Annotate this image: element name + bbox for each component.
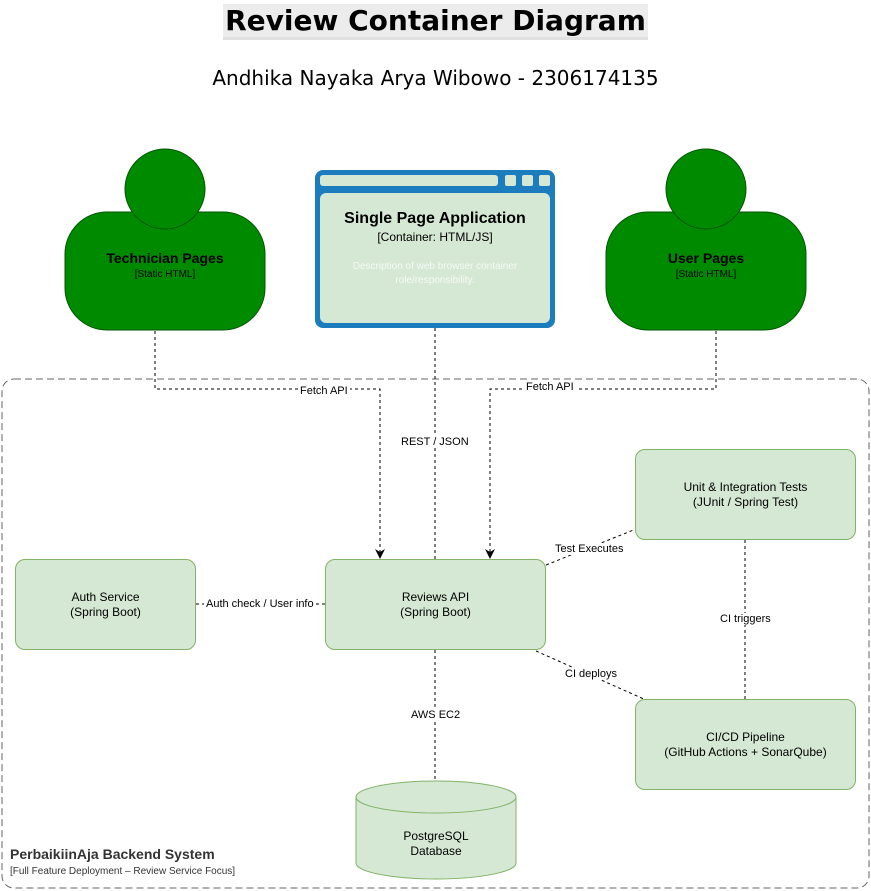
user-pages-title: User Pages [667,250,745,266]
reviews-api-name: Reviews API [401,589,470,604]
edge-label-rest-json: REST / JSON [399,436,471,448]
edge-label-ci-triggers: CI triggers [718,613,773,625]
edge-technician-to-reviews [154,331,385,559]
edge-label-test-executes: Test Executes [553,543,626,555]
spa-description: Description of web browser container rol… [352,261,518,286]
technician-pages-subtitle: [Static HTML] [134,269,196,280]
tests-container: Unit & Integration Tests (JUnit / Spring… [635,449,856,540]
system-boundary-title: PerbaikiinAja Backend System [10,846,215,862]
reviews-api-tech: (Spring Boot) [400,604,471,619]
edge-label-aws-ec2: AWS EC2 [409,709,463,721]
edge-label-fetch-user: Fetch API [524,381,576,393]
tests-name: Unit & Integration Tests [683,479,808,494]
user-pages-subtitle: [Static HTML] [675,269,737,280]
cicd-container: CI/CD Pipeline (GitHub Actions + SonarQu… [635,699,856,790]
auth-service-tech: (Spring Boot) [70,604,141,619]
database-type: Database [410,844,462,858]
database-name: PostgreSQL [403,829,469,843]
spa-subtitle: [Container: HTML/JS] [377,230,493,244]
diagram-subtitle: Andhika Nayaka Arya Wibowo - 2306174135 [212,66,659,90]
spa-title: Single Page Application [344,210,526,227]
reviews-api-container: Reviews API (Spring Boot) [325,559,546,650]
edge-label-auth-check: Auth check / User info [204,598,316,610]
database-label: PostgreSQL Database [356,829,516,859]
technician-person-shape [64,148,266,331]
cicd-tech: (GitHub Actions + SonarQube) [664,744,827,759]
spa-browser-shape [315,170,555,328]
edge-label-fetch-technician: Fetch API [298,385,350,397]
database-cylinder-shape [355,780,517,880]
edge-label-ci-deploys: CI deploys [563,668,619,680]
cicd-name: CI/CD Pipeline [706,729,785,744]
diagram-title: Review Container Diagram [223,4,648,37]
user-person-shape [605,148,807,331]
tests-tech: (JUnit / Spring Test) [692,494,799,509]
system-boundary-subtitle: [Full Feature Deployment – Review Servic… [10,866,236,877]
technician-pages-title: Technician Pages [106,250,224,266]
auth-service-container: Auth Service (Spring Boot) [15,559,196,650]
auth-service-name: Auth Service [71,589,140,604]
edge-user-to-reviews [485,331,717,559]
